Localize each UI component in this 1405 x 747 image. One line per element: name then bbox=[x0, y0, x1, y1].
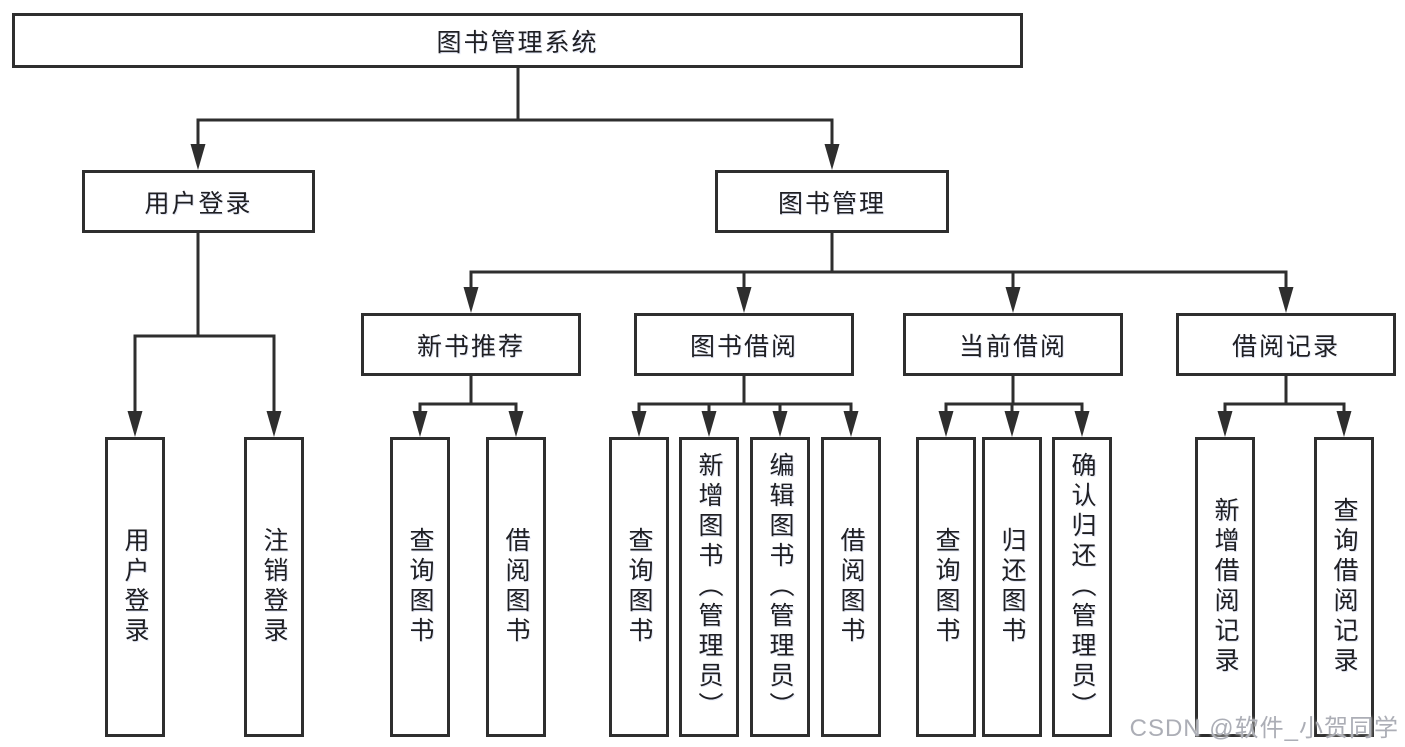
connector-user-login-to-leaves bbox=[127, 233, 282, 437]
node-book-borrow: 图书借阅 bbox=[634, 313, 854, 376]
node-current-borrow: 当前借阅 bbox=[903, 313, 1123, 376]
connector-book-management-to-level3 bbox=[463, 233, 1294, 313]
arrowhead bbox=[631, 411, 647, 437]
leaf-borrow-borrow-books: 借阅图书 bbox=[821, 437, 881, 737]
leaf-add-borrow-record: 新增借阅记录 bbox=[1195, 437, 1255, 737]
arrowhead bbox=[1217, 411, 1233, 437]
connector-current-borrow-to-leaves bbox=[938, 376, 1090, 437]
leaf-edit-book-admin: 编辑图书（管理员） bbox=[750, 437, 810, 737]
connector-new-book-to-leaves bbox=[412, 376, 524, 437]
leaf-logout: 注销登录 bbox=[244, 437, 304, 737]
node-user-login: 用户登录 bbox=[82, 170, 315, 233]
leaf-newbook-query-books: 查询图书 bbox=[390, 437, 450, 737]
arrowhead bbox=[736, 287, 752, 313]
leaf-query-borrow-record: 查询借阅记录 bbox=[1314, 437, 1374, 737]
leaf-newbook-borrow-books: 借阅图书 bbox=[486, 437, 546, 737]
leaf-add-book-admin: 新增图书（管理员） bbox=[679, 437, 739, 737]
node-new-book-recommend: 新书推荐 bbox=[361, 313, 581, 376]
arrowhead bbox=[772, 411, 788, 437]
arrowhead bbox=[412, 411, 428, 437]
arrowhead bbox=[938, 411, 954, 437]
arrowhead bbox=[127, 411, 143, 437]
watermark: CSDN @软件_小贺同学 bbox=[1129, 715, 1399, 742]
arrowhead bbox=[1336, 411, 1352, 437]
arrowhead bbox=[1278, 287, 1294, 313]
node-book-management: 图书管理 bbox=[715, 170, 949, 233]
leaf-current-query-books: 查询图书 bbox=[916, 437, 976, 737]
arrowhead bbox=[463, 287, 479, 313]
arrowhead bbox=[266, 411, 282, 437]
leaf-user-login: 用户登录 bbox=[105, 437, 165, 737]
arrowhead bbox=[701, 411, 717, 437]
connector-book-borrow-to-leaves bbox=[631, 376, 859, 437]
arrowhead bbox=[1074, 411, 1090, 437]
node-borrow-record: 借阅记录 bbox=[1176, 313, 1396, 376]
leaf-borrow-query-books: 查询图书 bbox=[609, 437, 669, 737]
arrowhead bbox=[1005, 287, 1021, 313]
connector-root-to-level2 bbox=[190, 68, 840, 170]
arrowhead bbox=[190, 144, 206, 170]
arrowhead bbox=[843, 411, 859, 437]
node-root: 图书管理系统 bbox=[12, 13, 1023, 68]
arrowhead bbox=[824, 144, 840, 170]
arrowhead bbox=[508, 411, 524, 437]
leaf-confirm-return-admin: 确认归还（管理员） bbox=[1052, 437, 1112, 737]
connector-borrow-record-to-leaves bbox=[1217, 376, 1352, 437]
arrowhead bbox=[1004, 411, 1020, 437]
leaf-return-books: 归还图书 bbox=[982, 437, 1042, 737]
